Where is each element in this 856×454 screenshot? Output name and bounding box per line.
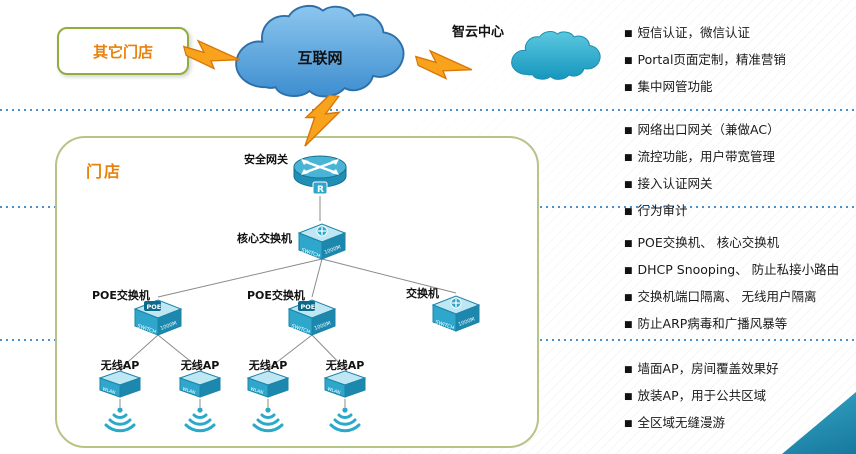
internet-label: 互联网 bbox=[297, 49, 343, 67]
poe-switch-2-icon: POE SWITCH 1000M bbox=[287, 299, 337, 336]
access-switch-icon: SWITCH 1000M bbox=[431, 295, 481, 332]
access-switch-speed-text: 1000M bbox=[458, 316, 476, 327]
feature-item: 短信认证，微信认证 bbox=[624, 20, 856, 47]
feature-item: 网络出口网关（兼做AC） bbox=[624, 117, 856, 144]
ap-1-label: 无线AP bbox=[100, 359, 140, 372]
wifi-signal-4-icon bbox=[329, 407, 361, 433]
internet-cloud-icon bbox=[235, 4, 405, 98]
poe-switch-1-speed-text: 1000M bbox=[160, 320, 178, 331]
dotted-separator-1 bbox=[0, 109, 856, 111]
feature-item: POE交换机、 核心交换机 bbox=[624, 230, 856, 257]
feature-item: 墙面AP，房间覆盖效果好 bbox=[624, 356, 856, 383]
router-badge: R bbox=[317, 185, 324, 195]
store-label: 门店 bbox=[86, 162, 123, 181]
feature-item: 行为审计 bbox=[624, 198, 856, 225]
ap-3-label: 无线AP bbox=[248, 359, 288, 372]
router-icon: R bbox=[293, 155, 347, 195]
ap-4-icon: WLAN bbox=[323, 370, 367, 398]
poe-switch-1-label: POE交换机 bbox=[92, 289, 150, 302]
cloud-center-icon bbox=[511, 31, 601, 80]
core-switch-icon: SWITCH 1000M bbox=[297, 223, 347, 260]
wifi-signal-2-icon bbox=[184, 407, 216, 433]
ap-3-icon: WLAN bbox=[246, 370, 290, 398]
feature-item: DHCP Snooping、 防止私接小路由 bbox=[624, 257, 856, 284]
ap-4-face-text: WLAN bbox=[326, 386, 341, 396]
feature-item: 放装AP，用于公共区域 bbox=[624, 383, 856, 410]
ap-2-label: 无线AP bbox=[180, 359, 220, 372]
ap-1-face-text: WLAN bbox=[101, 386, 116, 396]
core-switch-label: 核心交换机 bbox=[237, 232, 292, 245]
feature-item: 接入认证网关 bbox=[624, 171, 856, 198]
access-switch-label: 交换机 bbox=[406, 287, 439, 300]
core-switch-speed-text: 1000M bbox=[324, 244, 342, 255]
cloud-center-label: 智云中心 bbox=[452, 25, 505, 40]
ap-2-face-text: WLAN bbox=[181, 386, 196, 396]
ap-1-icon: WLAN bbox=[98, 370, 142, 398]
wifi-signal-1-icon bbox=[104, 407, 136, 433]
feature-group-wireless: 墙面AP，房间覆盖效果好放装AP，用于公共区域全区域无缝漫游 bbox=[624, 356, 856, 437]
feature-group-gateway: 网络出口网关（兼做AC）流控功能，用户带宽管理接入认证网关行为审计 bbox=[624, 117, 856, 225]
feature-item: 全区域无缝漫游 bbox=[624, 410, 856, 437]
feature-group-cloud: 短信认证，微信认证Portal页面定制，精准营销集中网管功能 bbox=[624, 20, 856, 101]
poe-switch-2-label: POE交换机 bbox=[247, 289, 305, 302]
other-stores-node: 其它门店 bbox=[57, 27, 189, 75]
lightning-bolt-right-icon bbox=[414, 49, 473, 80]
poe-switch-2-speed-text: 1000M bbox=[314, 320, 332, 331]
ap-2-icon: WLAN bbox=[178, 370, 222, 398]
poe-switch-1-icon: POE SWITCH 1000M bbox=[133, 299, 183, 336]
ap-4-label: 无线AP bbox=[325, 359, 365, 372]
feature-item: 集中网管功能 bbox=[624, 74, 856, 101]
feature-item: 流控功能，用户带宽管理 bbox=[624, 144, 856, 171]
poe-switch-1-badge: POE bbox=[147, 303, 162, 311]
lightning-bolt-down-icon bbox=[304, 94, 342, 147]
poe-switch-2-badge: POE bbox=[301, 303, 316, 311]
feature-item: 防止ARP病毒和广播风暴等 bbox=[624, 311, 856, 338]
feature-group-switching: POE交换机、 核心交换机DHCP Snooping、 防止私接小路由交换机端口… bbox=[624, 230, 856, 338]
other-stores-label: 其它门店 bbox=[92, 42, 153, 61]
lightning-bolt-left-icon bbox=[182, 39, 241, 70]
feature-item: 交换机端口隔离、 无线用户隔离 bbox=[624, 284, 856, 311]
wifi-signal-3-icon bbox=[252, 407, 284, 433]
feature-item: Portal页面定制，精准营销 bbox=[624, 47, 856, 74]
ap-3-face-text: WLAN bbox=[249, 386, 264, 396]
gateway-label: 安全网关 bbox=[244, 153, 288, 166]
